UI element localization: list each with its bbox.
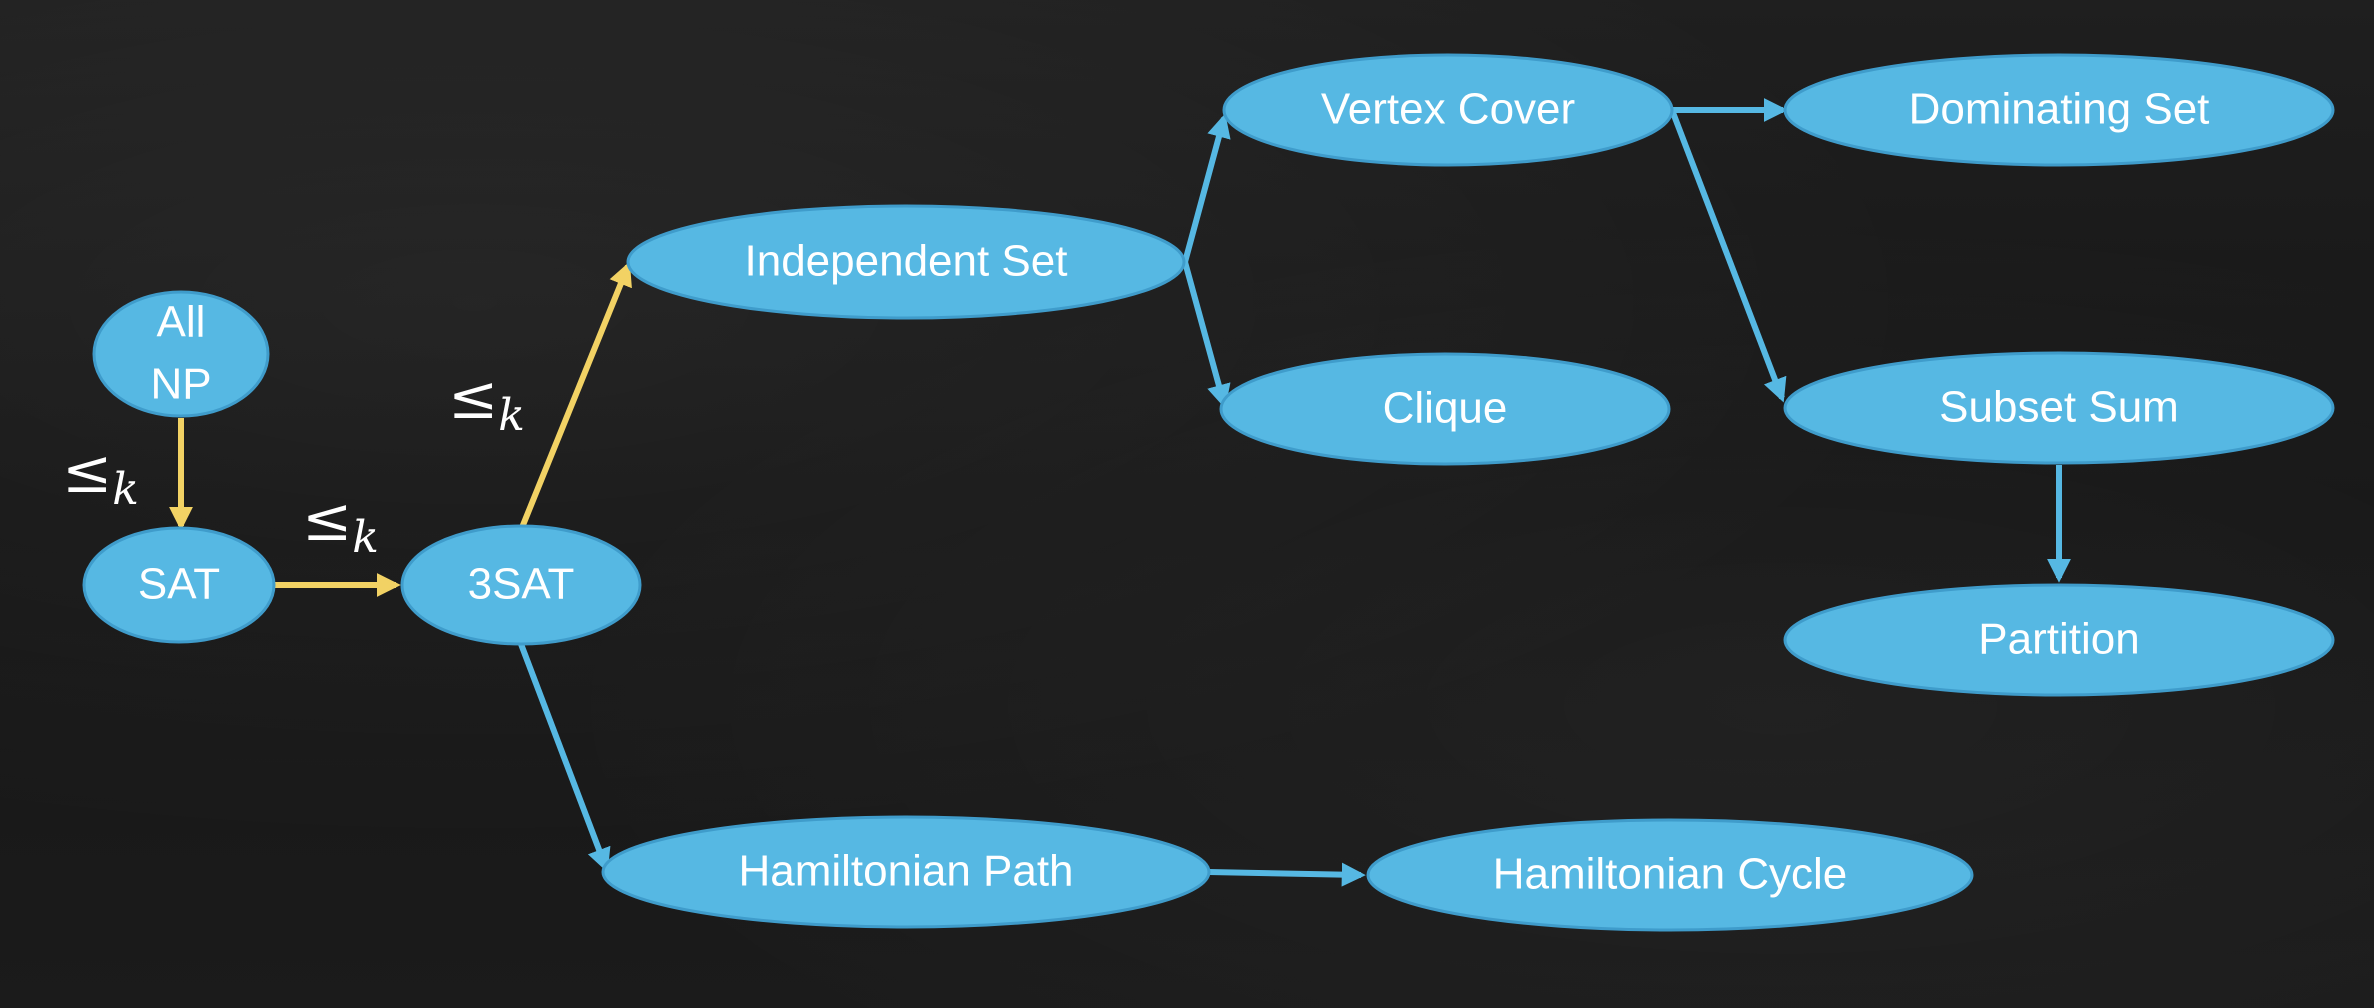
node-hamiltonian-path: Hamiltonian Path — [601, 815, 1211, 929]
edge-independent-set-to-clique — [1182, 261, 1231, 409]
node-all-np: All NP — [92, 290, 270, 418]
node-3sat-label: 3SAT — [468, 560, 575, 609]
node-sat: SAT — [82, 526, 276, 644]
node-hamiltonian-path-shape — [601, 815, 1211, 929]
node-sat-label: SAT — [138, 560, 220, 609]
reduction-label-sat-3sat: ≤k — [302, 485, 379, 563]
node-all-np-shape — [92, 290, 270, 418]
node-subset-sum: Subset Sum — [1783, 351, 2335, 465]
edge-hamiltonian-path-to-hamiltonian-cycle — [1208, 862, 1366, 887]
node-hamiltonian-path-label: Hamiltonian Path — [738, 847, 1073, 896]
node-hamiltonian-cycle: Hamiltonian Cycle — [1366, 818, 1974, 932]
node-subset-sum-label: Subset Sum — [1939, 383, 2179, 432]
reduction-label-3sat-independent-set: ≤k — [448, 363, 525, 441]
edge-vertex-cover-to-subset-sum — [1669, 108, 1787, 403]
node-partition-label: Partition — [1978, 615, 2139, 664]
node-all-np-label-line2: NP — [150, 360, 211, 409]
node-vertex-cover: Vertex Cover — [1222, 53, 1674, 167]
node-sat-shape — [82, 526, 276, 644]
node-hamiltonian-cycle-label: Hamiltonian Cycle — [1493, 850, 1848, 899]
node-independent-set-shape — [626, 204, 1186, 320]
node-hamiltonian-cycle-shape — [1366, 818, 1974, 932]
node-clique: Clique — [1219, 352, 1671, 466]
node-clique-label: Clique — [1383, 384, 1508, 433]
node-vertex-cover-label: Vertex Cover — [1321, 85, 1575, 134]
node-subset-sum-shape — [1783, 351, 2335, 465]
node-independent-set-label: Independent Set — [745, 237, 1068, 286]
nodes-layer: All NP SAT 3SAT Independent Set Vertex C… — [82, 53, 2335, 932]
node-dominating-set: Dominating Set — [1783, 53, 2335, 167]
node-clique-shape — [1219, 352, 1671, 466]
node-all-np-label-line1: All — [157, 298, 206, 347]
node-partition-shape — [1783, 583, 2335, 697]
node-partition: Partition — [1783, 583, 2335, 697]
node-independent-set: Independent Set — [626, 204, 1186, 320]
node-vertex-cover-shape — [1222, 53, 1674, 167]
node-3sat-shape — [400, 524, 642, 646]
edge-3sat-to-independent-set — [518, 261, 632, 532]
node-3sat: 3SAT — [400, 524, 642, 646]
edges-layer — [169, 98, 2071, 887]
node-dominating-set-label: Dominating Set — [1909, 85, 2210, 134]
edge-3sat-to-hamiltonian-path — [518, 642, 611, 873]
edge-independent-set-to-vertex-cover — [1182, 113, 1231, 263]
node-dominating-set-shape — [1783, 53, 2335, 167]
reduction-labels-layer: ≤k ≤k ≤k — [62, 363, 525, 563]
reduction-label-all-np-sat: ≤k — [62, 437, 139, 515]
